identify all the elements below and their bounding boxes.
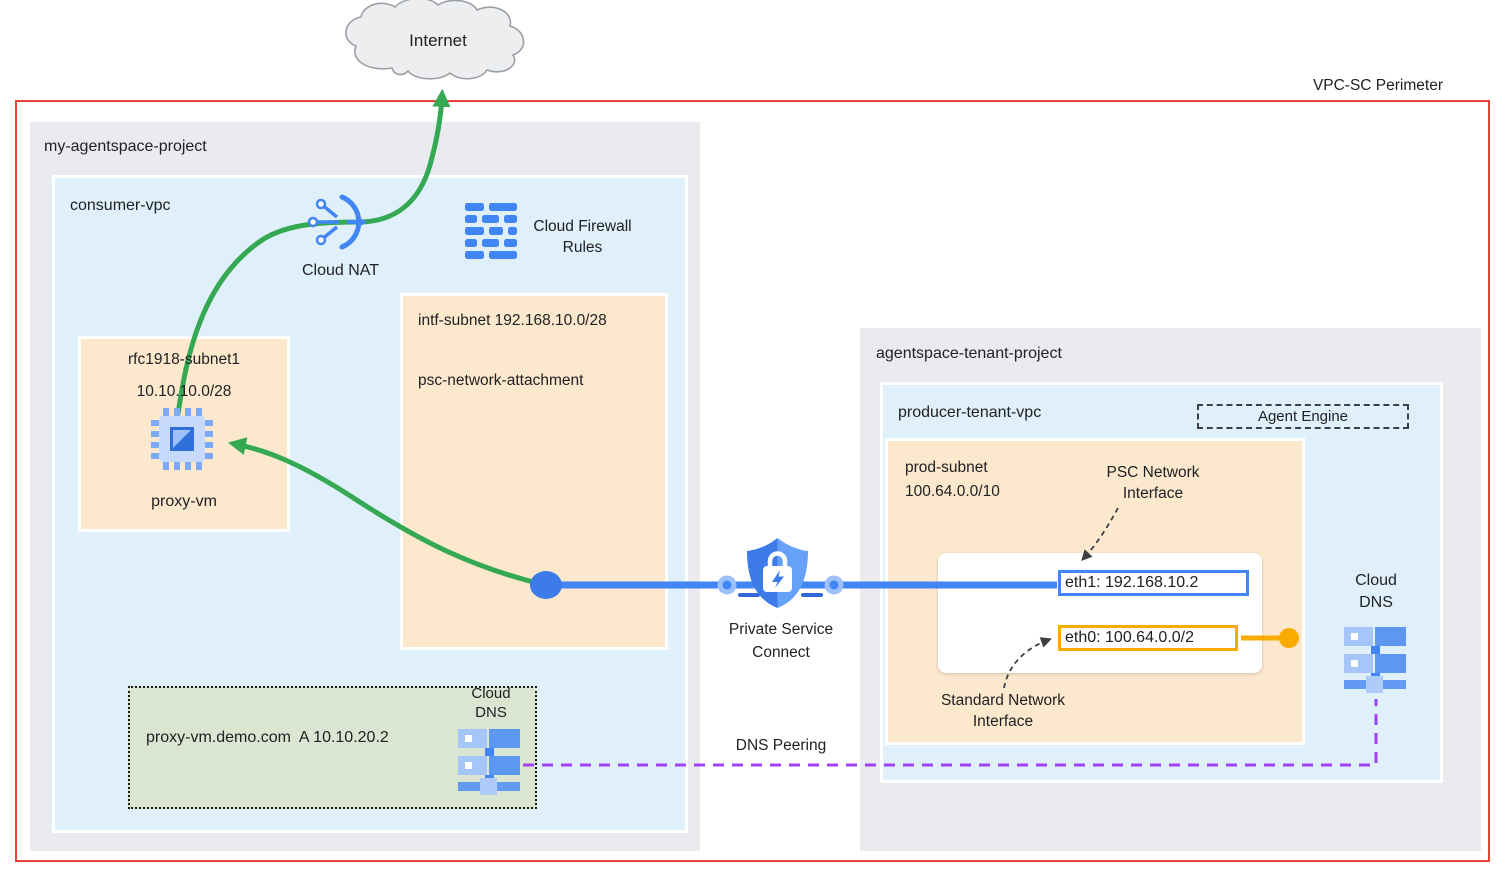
dns-record-text: proxy-vm.demo.com A 10.10.20.2 [146, 729, 389, 746]
internet-label: Internet [409, 31, 467, 50]
rfc1918-subnet-cidr: 10.10.10.0/28 [136, 383, 232, 400]
psc-network-attachment-label: psc-network-attachment [418, 372, 584, 389]
firewall-rules-icon [465, 203, 517, 264]
eth0-label: eth0: 100.64.0.0/2 [1065, 629, 1194, 646]
firewall-rules-label: Cloud Firewall Rules [533, 218, 632, 256]
proxy-vm-label: proxy-vm [151, 493, 217, 510]
agent-engine-label: Agent Engine [1257, 408, 1349, 425]
prod-subnet-name: prod-subnet [905, 459, 988, 476]
standard-network-interface-label: Standard Network Interface [940, 692, 1066, 730]
tenant-cloud-dns-label: Cloud DNS [1355, 572, 1397, 611]
intf-subnet-box [400, 293, 668, 650]
rfc1918-subnet-name: rfc1918-subnet1 [127, 351, 241, 368]
psc-network-interface-label: PSC Network Interface [1106, 464, 1200, 502]
vpc-sc-perimeter-box [15, 100, 1490, 862]
intf-subnet-label: intf-subnet 192.168.10.0/28 [418, 312, 607, 329]
vpc-sc-perimeter-label: VPC-SC Perimeter [1312, 77, 1443, 94]
eth0-interface-field: eth0: 100.64.0.0/2 [1058, 625, 1238, 651]
eth1-interface-field: eth1: 192.168.10.2 [1058, 570, 1249, 596]
left-project-title: my-agentspace-project [44, 138, 207, 155]
cloud-nat-icon [306, 194, 370, 257]
compute-engine-icon [151, 408, 213, 475]
agent-engine-box: Agent Engine [1197, 404, 1409, 429]
right-project-title: agentspace-tenant-project [876, 345, 1062, 362]
dns-peering-label: DNS Peering [735, 737, 827, 754]
consumer-vpc-title: consumer-vpc [70, 197, 171, 214]
eth1-label: eth1: 192.168.10.2 [1065, 574, 1199, 591]
producer-vpc-title: producer-tenant-vpc [898, 404, 1042, 421]
zone-cloud-dns-label: Cloud DNS [471, 685, 511, 721]
cloud-dns-icon [458, 729, 521, 800]
prod-subnet-cidr: 100.64.0.0/10 [905, 483, 1000, 500]
cloud-dns-icon [1344, 627, 1407, 698]
private-service-connect-label: Private Service Connect [728, 621, 834, 661]
cloud-nat-label: Cloud NAT [301, 262, 380, 279]
